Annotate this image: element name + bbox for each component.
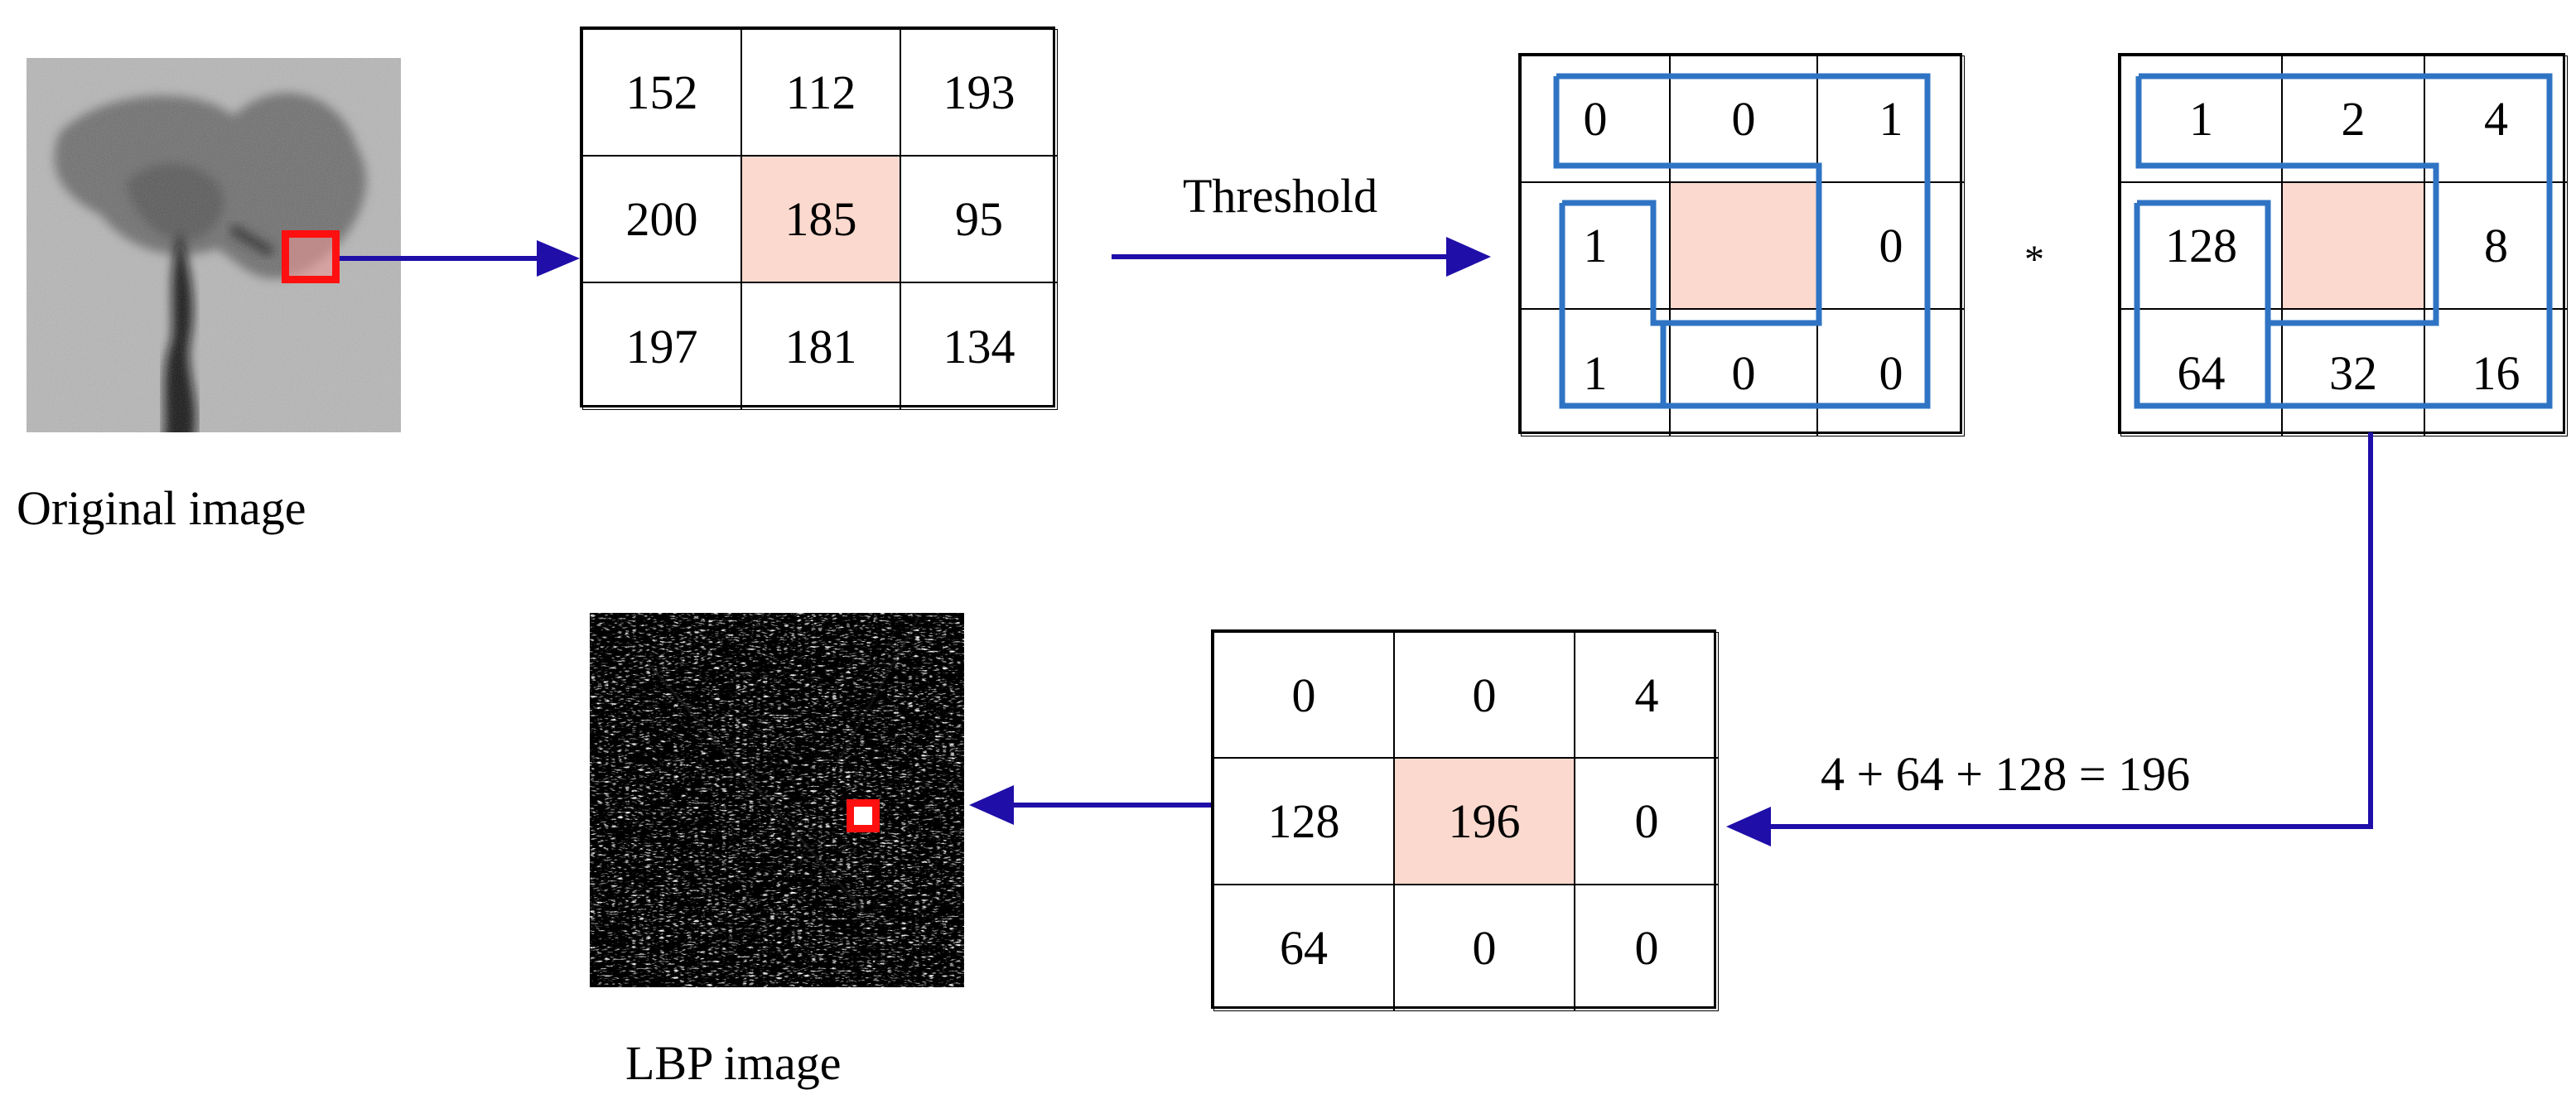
thresholded-cell-r2-c2: 0 [1817,309,1965,436]
sum-equation: 4 + 64 + 128 = 196 [1821,747,2191,801]
result-cell-r2-c1: 0 [1394,885,1575,1011]
arrow-threshold [1112,237,1491,277]
weights-cell-r2-c2: 16 [2424,309,2568,436]
arrow-to-neighborhood [340,240,580,277]
weights-cell-r0-c0: 1 [2120,55,2282,182]
thresholded-cell-r0-c2: 1 [1817,55,1965,182]
weights-cell-r1-c2: 8 [2424,182,2568,309]
lbp-image-picture [590,613,964,987]
arrow-to-lbp-image [969,785,1211,825]
thresholded-pattern-outline [1553,73,1931,409]
lbp-image-pixel-marker [847,799,880,832]
weights-pattern-outline [2134,73,2553,409]
weights-cell-r2-c0: 64 [2120,309,2282,436]
result-cell-r0-c0: 0 [1213,632,1394,758]
neighborhood-cell-r2-c1: 181 [741,282,900,410]
neighborhood-cell-r2-c0: 197 [582,282,741,410]
result-cell-r2-c0: 64 [1213,885,1394,1011]
weights-cell-r1-c0: 128 [2120,182,2282,309]
original-image-roi-marker [282,230,340,283]
result-cell-r0-c1: 0 [1394,632,1575,758]
neighborhood-cell-r0-c1: 112 [741,29,900,156]
thresholded-cell-r2-c1: 0 [1670,309,1817,436]
neighborhood-cell-r1-c0: 200 [582,156,741,282]
neighborhood-cell-r0-c2: 193 [900,29,1058,156]
thresholded-cell-r2-c0: 1 [1521,309,1670,436]
weights-cell-r0-c1: 2 [2282,55,2424,182]
arrow-sum-to-result [1726,432,2373,846]
lbp-image-caption: LBP image [625,1036,842,1090]
result-cell-r1-c0: 128 [1213,758,1394,885]
thresholded-cell-r1-c0: 1 [1521,182,1670,309]
weights-cell-r2-c1: 32 [2282,309,2424,436]
weights-cell-r1-c1 [2282,182,2424,309]
result-cell-r2-c2: 0 [1575,885,1719,1011]
threshold-label: Threshold [1183,169,1378,223]
neighborhood-cell-r2-c2: 134 [900,282,1058,410]
lbp-image-thumbnail [590,613,964,987]
result-cell-r1-c1: 196 [1394,758,1575,885]
thresholded-cell-r0-c0: 0 [1521,55,1670,182]
multiply-sign: * [2024,238,2044,282]
thresholded-cell-r0-c1: 0 [1670,55,1817,182]
neighborhood-cell-r1-c2: 95 [900,156,1058,282]
neighborhood-cell-r0-c0: 152 [582,29,741,156]
neighborhood-cell-r1-c1: 185 [741,156,900,282]
weights-cell-r0-c2: 4 [2424,55,2568,182]
original-image-caption: Original image [17,481,306,535]
result-cell-r1-c2: 0 [1575,758,1719,885]
result-cell-r0-c2: 4 [1575,632,1719,758]
thresholded-cell-r1-c1 [1670,182,1817,309]
